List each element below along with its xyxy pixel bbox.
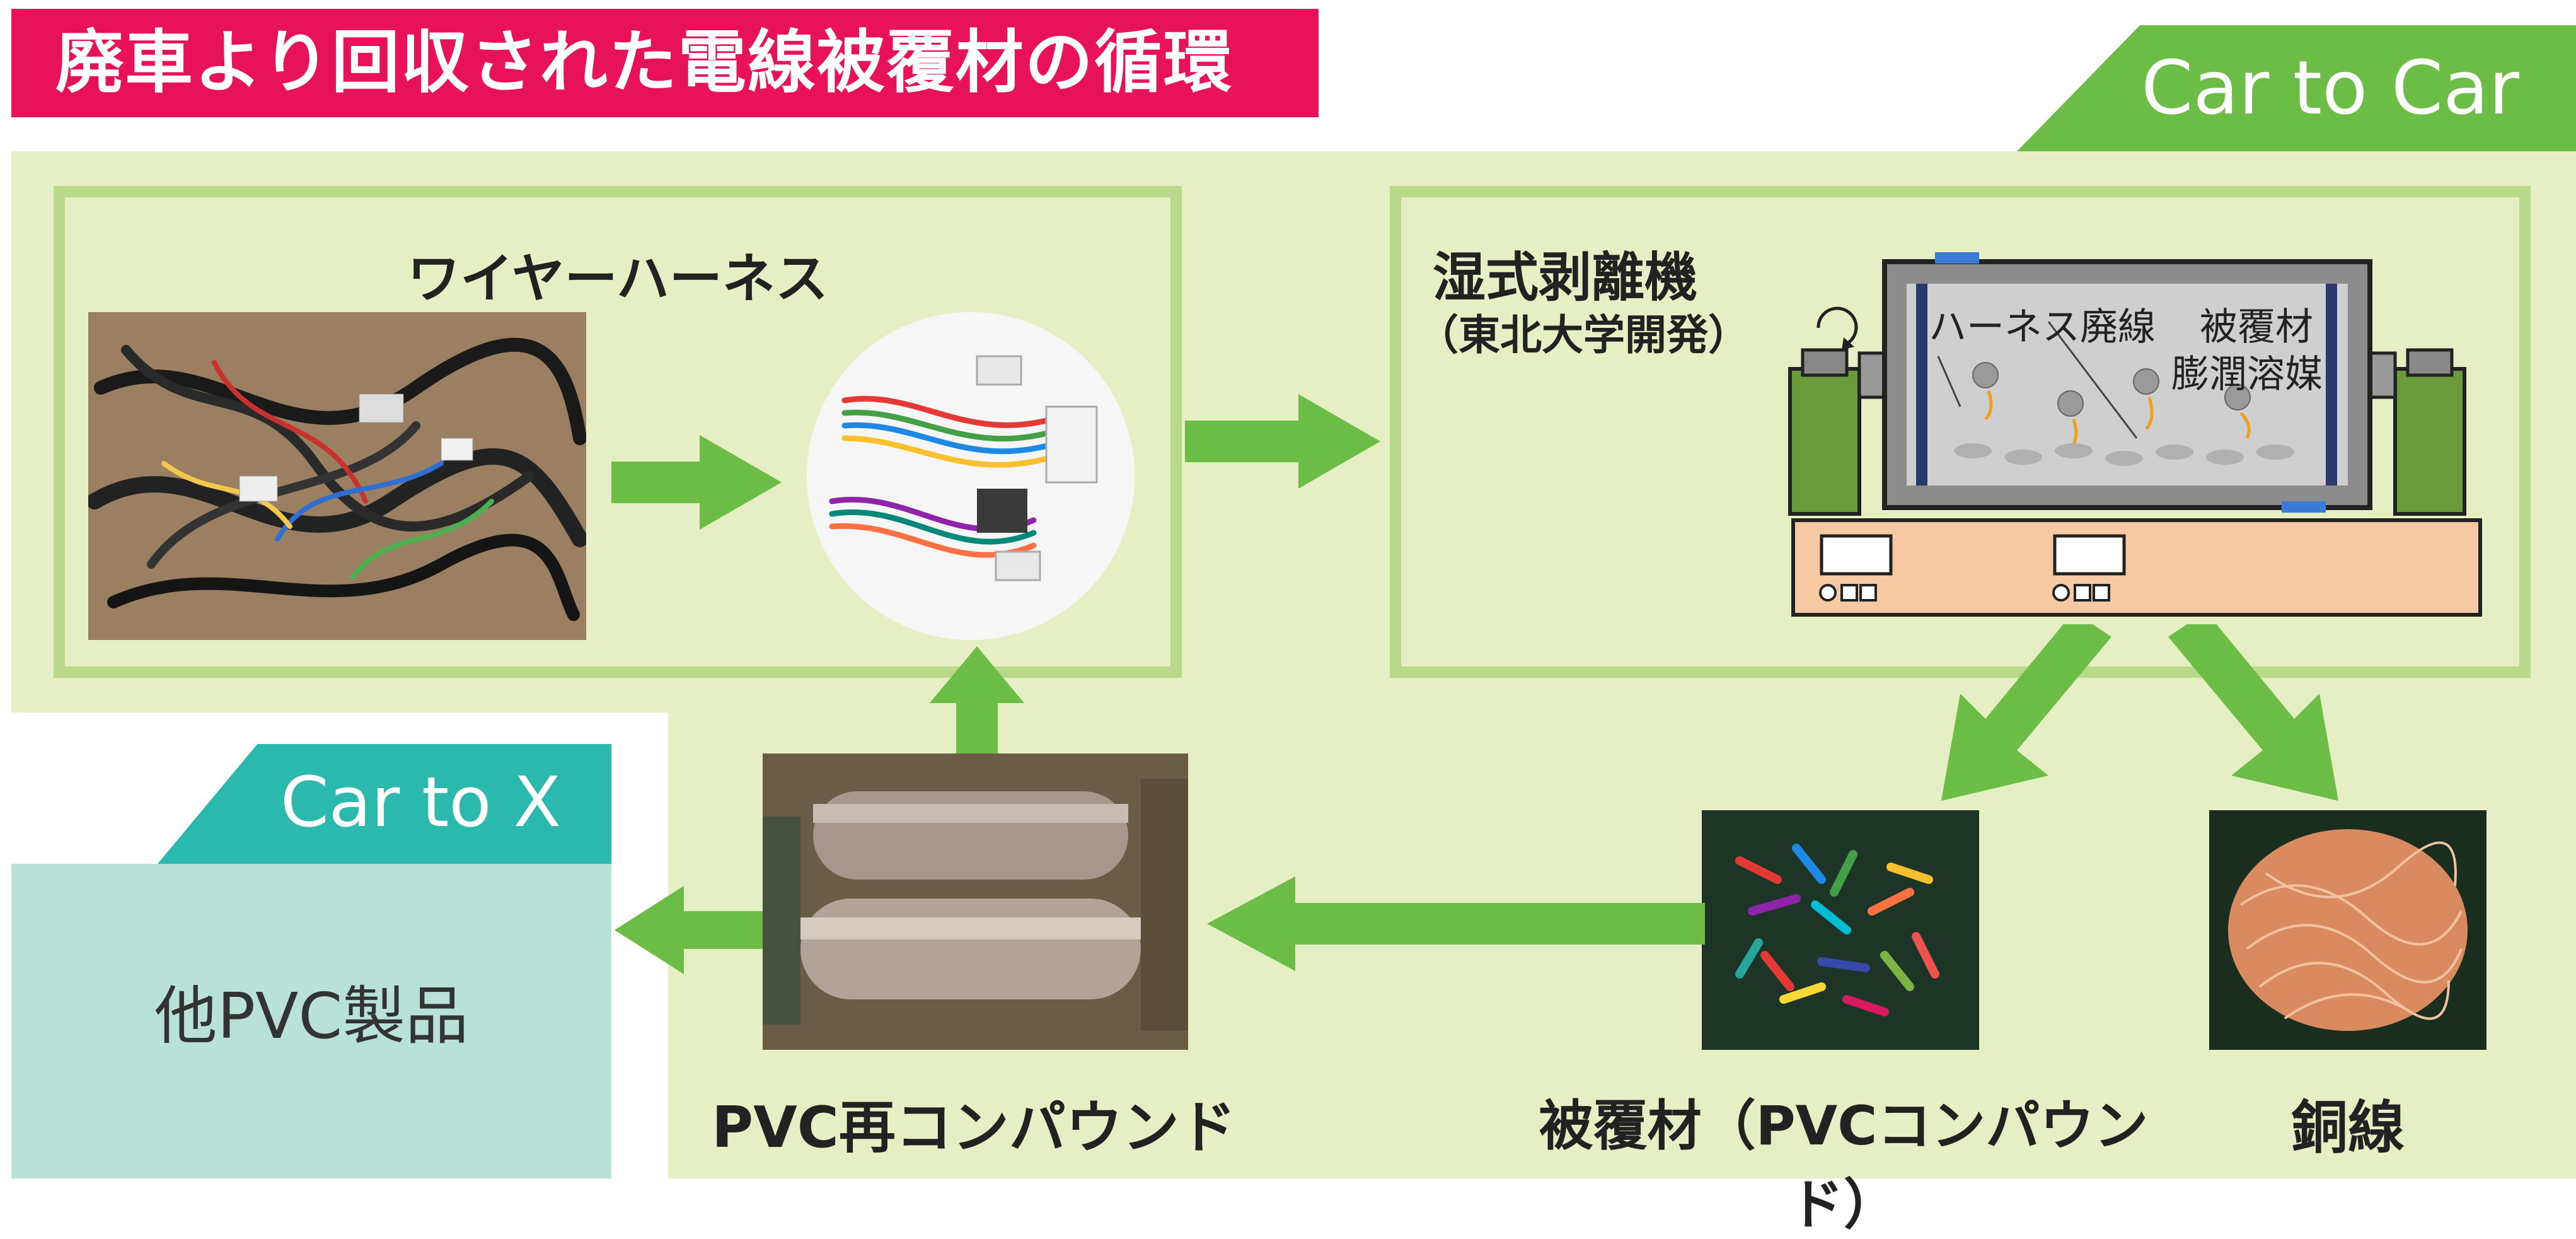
stripper-machine-diagram: ハーネス廃線 被覆材 膨潤溶媒 [1784, 249, 2490, 621]
machine-label-solvent: 膨潤溶媒 [2171, 352, 2323, 397]
roll-mill-image [763, 753, 1188, 1050]
car-to-car-label: Car to Car [2141, 44, 2519, 131]
arrow-stripper-to-copper [2156, 624, 2351, 813]
car-to-x-tag: Car to X [158, 744, 611, 864]
arrow-harness-to-closeup [611, 435, 782, 530]
recompound-roll-photo [763, 753, 1188, 1050]
connector-closeup-image [807, 312, 1135, 640]
wire-harness-label: ワイヤーハーネス [407, 248, 828, 310]
arrow-recompound-to-harness [930, 646, 1024, 753]
other-pvc-products-label: 他PVC製品 [154, 979, 469, 1053]
car-to-x-label: Car to X [280, 762, 561, 842]
wire-harness-photo [86, 312, 588, 640]
other-pvc-products-box: 他PVC製品 [11, 864, 611, 1178]
colored-coating-image [1702, 810, 1979, 1050]
copper-label: 銅線 [2291, 1095, 2405, 1161]
arrow-harness-to-stripper [1185, 394, 1380, 489]
car-to-car-tag: Car to Car [2017, 25, 2576, 151]
recompound-label: PVC再コンパウンド [712, 1095, 1236, 1161]
harness-closeup-circle [807, 312, 1135, 640]
arrow-coating-to-recompound [1207, 876, 1705, 971]
wire-harness-box: ワイヤーハーネス [54, 186, 1182, 678]
copper-photo [2209, 810, 2486, 1050]
machine-label-harness-waste: ハーネス廃線 [1929, 305, 2156, 349]
stripper-sublabel: （東北大学開発） [1417, 311, 1750, 359]
machine-label-coating: 被覆材 [2200, 305, 2313, 349]
arrow-recompound-to-other [615, 886, 763, 974]
wire-tangle-image [86, 312, 588, 640]
stripper-label: 湿式剥離機 [1433, 247, 1698, 308]
copper-wire-image [2209, 810, 2486, 1050]
arrow-stripper-to-coating [1929, 624, 2124, 813]
coating-photo [1702, 810, 1979, 1050]
coating-label: 被覆材（PVCコンパウンド） [1539, 1095, 2149, 1236]
page-title: 廃車より回収された電線被覆材の循環 [11, 9, 1319, 117]
